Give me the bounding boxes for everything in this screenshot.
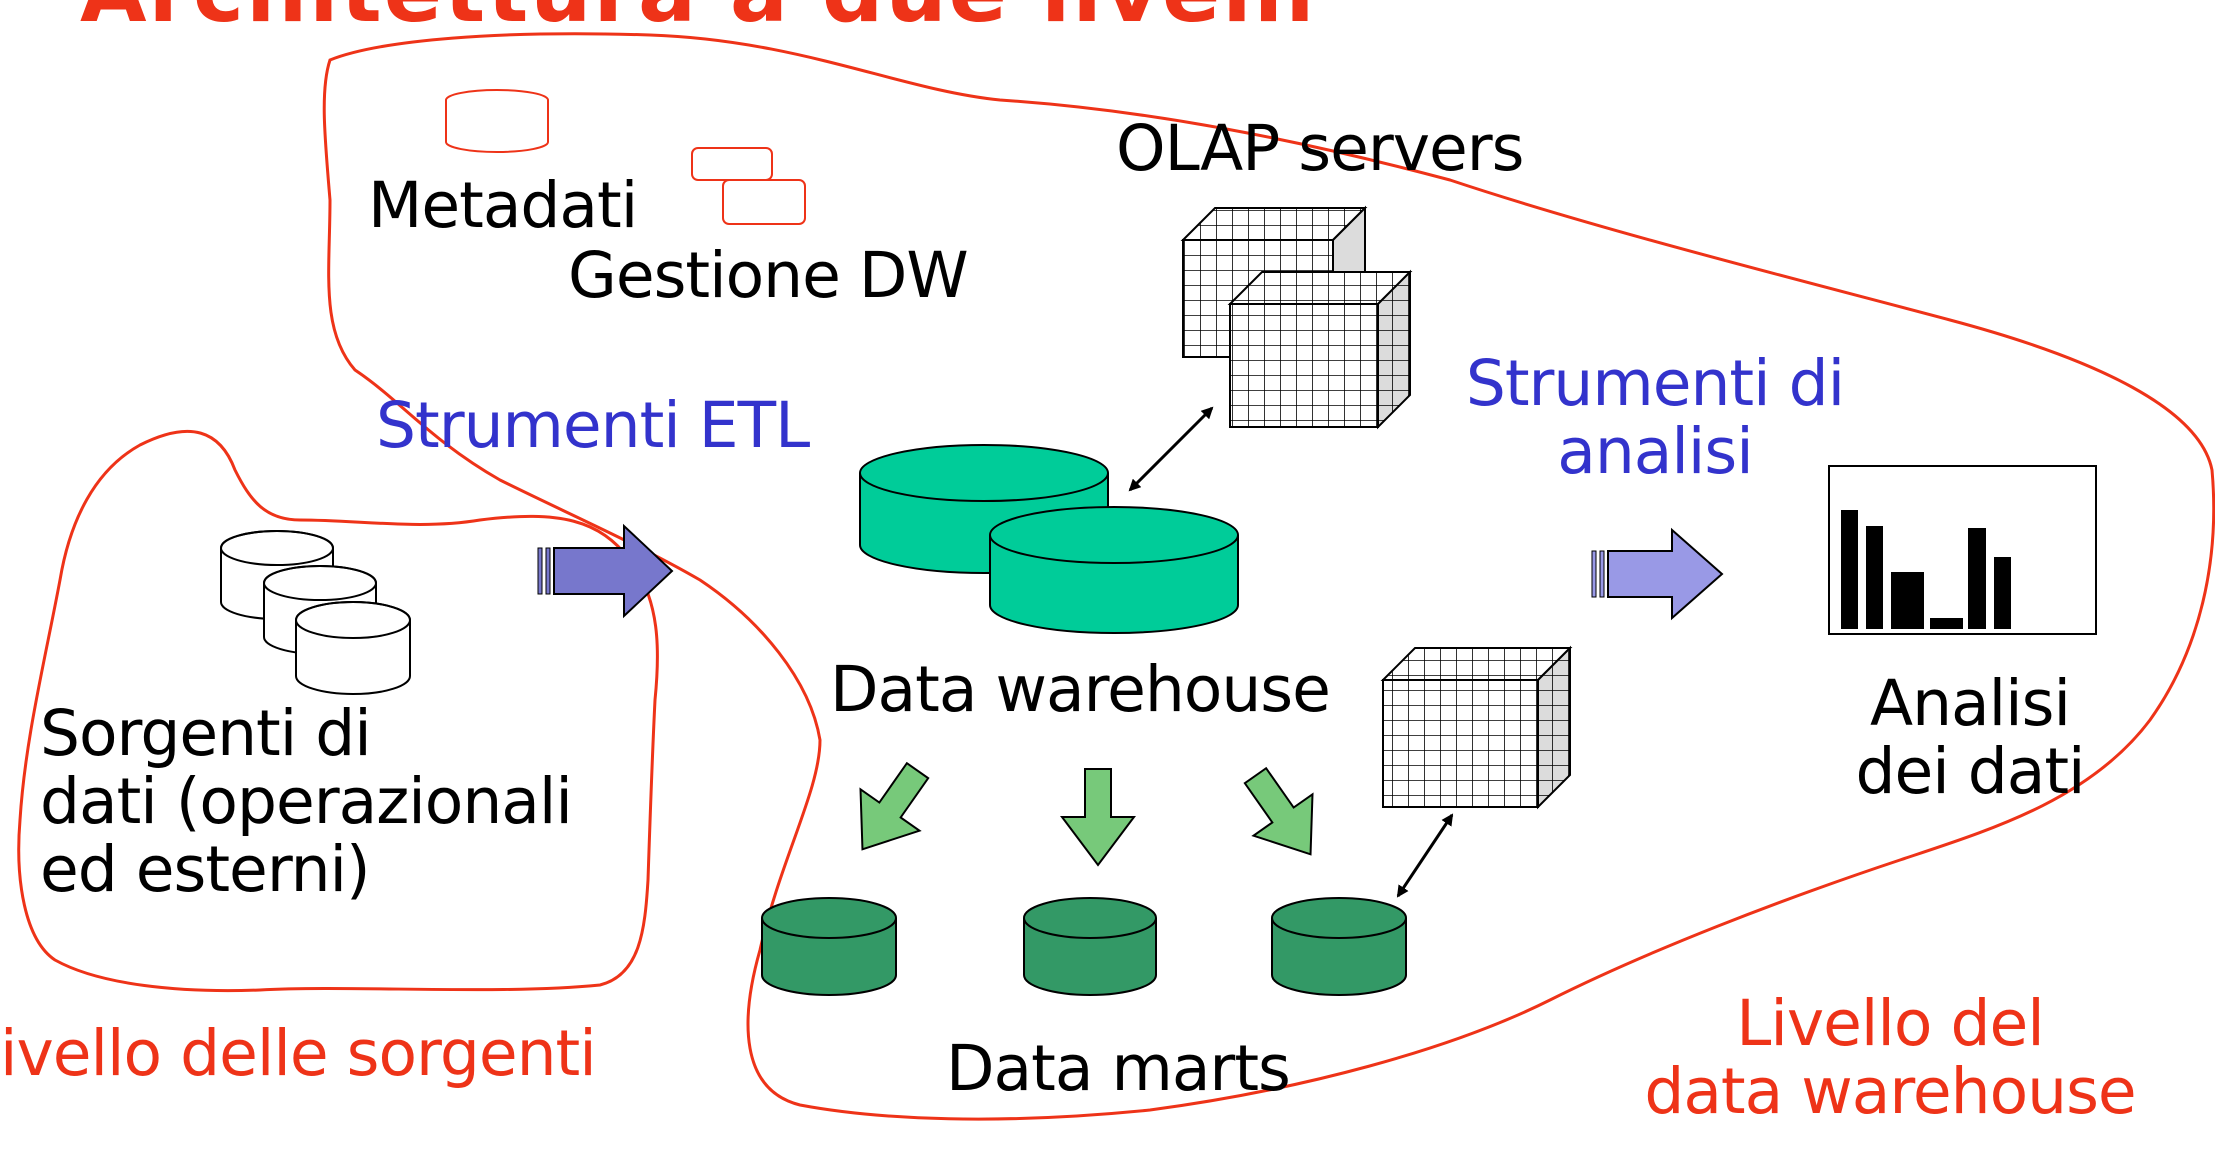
block-arrow-icon — [1591, 527, 1724, 621]
down-arrow-icon — [1243, 766, 1314, 856]
analysis-tools-line-1: Strumenti di — [1465, 347, 1845, 420]
slide-title: Architettura a due livelli — [80, 0, 1317, 42]
sources-line-3: ed esterni) — [40, 833, 371, 907]
data-marts-label: Data marts — [946, 1032, 1291, 1105]
analysis-tools-label: Strumenti di analisi — [1435, 347, 1875, 489]
management-boxes-icon — [691, 147, 806, 225]
datamart-cylinder-icon — [1023, 897, 1157, 996]
sources-level-boundary — [17, 429, 659, 993]
data-warehouse-label: Data warehouse — [830, 653, 1331, 726]
data-analysis-line-1: Analisi — [1870, 667, 2071, 740]
metadata-cylinder-icon — [445, 89, 549, 153]
sources-line-2: dati (operazionali — [40, 765, 573, 839]
datamart-cylinder-icon — [1271, 897, 1407, 996]
source-db-icon — [295, 601, 411, 695]
olap-cube-icon — [1380, 645, 1573, 810]
warehouse-level-line-2: data warehouse — [1644, 1055, 2136, 1129]
etl-tools-label: Strumenti ETL — [376, 389, 810, 462]
data-analysis-line-2: dei dati — [1855, 735, 2085, 809]
management-label: Gestione DW — [568, 239, 969, 312]
double-arrow-icon — [1128, 406, 1214, 492]
sources-label: Sorgenti di dati (operazionali ed estern… — [40, 697, 573, 907]
block-arrow-icon — [537, 523, 674, 619]
metadata-label: Metadati — [368, 169, 638, 242]
down-arrow-icon — [859, 761, 930, 851]
down-arrow-icon — [1060, 768, 1136, 867]
warehouse-level-label: Livello del data warehouse — [1610, 987, 2170, 1129]
warehouse-level-boundary — [322, 32, 2215, 1121]
data-analysis-label: Analisi dei dati — [1820, 667, 2120, 809]
olap-cube-icon — [1227, 269, 1413, 430]
datamart-cylinder-icon — [761, 897, 897, 996]
warehouse-level-line-1: Livello del — [1736, 987, 2044, 1060]
sources-level-label: ivello delle sorgenti — [0, 1017, 597, 1090]
warehouse-cylinder-icon — [989, 506, 1239, 634]
olap-servers-label: OLAP servers — [1116, 112, 1524, 185]
sources-line-1: Sorgenti di — [40, 697, 372, 770]
analysis-tools-line-2: analisi — [1557, 415, 1753, 489]
bar-chart-icon — [1828, 465, 2097, 635]
double-arrow-icon — [1396, 813, 1454, 898]
